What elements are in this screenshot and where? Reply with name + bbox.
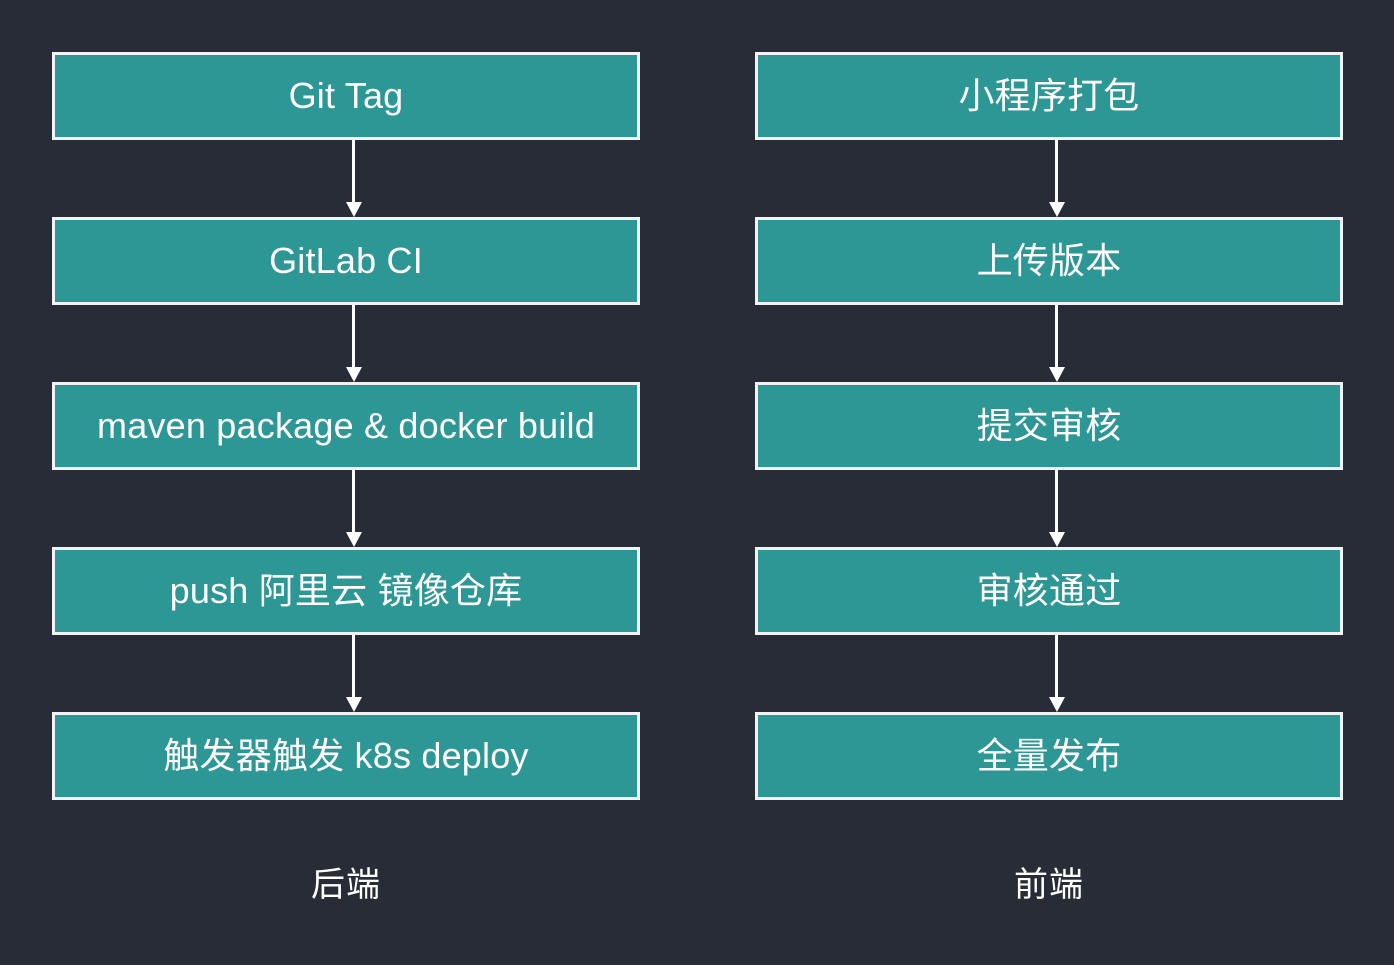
arrow-shaft — [352, 305, 355, 369]
arrow-shaft — [1055, 305, 1058, 369]
flow-node-label: 全量发布 — [976, 735, 1122, 776]
flow-arrow-backend-1-to-2 — [346, 140, 362, 217]
flow-node-label: maven package & docker build — [97, 405, 595, 446]
flow-node-label: Git Tag — [288, 75, 404, 116]
flow-node-frontend-2[interactable]: 上传版本 — [755, 217, 1343, 305]
flow-node-backend-4[interactable]: push 阿里云 镜像仓库 — [52, 547, 640, 635]
arrow-shaft — [1055, 635, 1058, 699]
flow-column-backend: Git Tag GitLab CI maven package & docker… — [52, 0, 640, 965]
arrow-head-down-icon — [346, 367, 362, 382]
flow-node-backend-5[interactable]: 触发器触发 k8s deploy — [52, 712, 640, 800]
column-caption-frontend: 前端 — [1014, 866, 1084, 904]
flow-node-backend-2[interactable]: GitLab CI — [52, 217, 640, 305]
flow-column-frontend: 小程序打包 上传版本 提交审核 审核通过 全量发布 — [755, 0, 1343, 965]
flow-node-frontend-3[interactable]: 提交审核 — [755, 382, 1343, 470]
column-caption-backend: 后端 — [311, 866, 381, 904]
flow-arrow-backend-2-to-3 — [346, 305, 362, 382]
flow-arrow-frontend-4-to-5 — [1049, 635, 1065, 712]
flow-node-frontend-1[interactable]: 小程序打包 — [755, 52, 1343, 140]
arrow-shaft — [352, 140, 355, 204]
flow-arrow-frontend-3-to-4 — [1049, 470, 1065, 547]
flow-node-label: GitLab CI — [269, 240, 423, 281]
arrow-head-down-icon — [1049, 532, 1065, 547]
arrow-head-down-icon — [346, 697, 362, 712]
flow-arrow-frontend-1-to-2 — [1049, 140, 1065, 217]
flow-node-label: 触发器触发 k8s deploy — [163, 735, 529, 776]
arrow-head-down-icon — [1049, 202, 1065, 217]
flow-arrow-backend-3-to-4 — [346, 470, 362, 547]
flow-node-label: 上传版本 — [976, 240, 1122, 281]
flow-arrow-frontend-2-to-3 — [1049, 305, 1065, 382]
flow-node-label: 小程序打包 — [958, 75, 1140, 116]
arrow-head-down-icon — [1049, 697, 1065, 712]
flow-node-label: 审核通过 — [976, 570, 1122, 611]
flow-node-frontend-5[interactable]: 全量发布 — [755, 712, 1343, 800]
arrow-shaft — [352, 635, 355, 699]
arrow-shaft — [1055, 470, 1058, 534]
arrow-head-down-icon — [1049, 367, 1065, 382]
flow-arrow-backend-4-to-5 — [346, 635, 362, 712]
flow-node-label: push 阿里云 镜像仓库 — [169, 570, 523, 611]
arrow-shaft — [352, 470, 355, 534]
flow-node-frontend-4[interactable]: 审核通过 — [755, 547, 1343, 635]
flow-node-backend-3[interactable]: maven package & docker build — [52, 382, 640, 470]
arrow-head-down-icon — [346, 202, 362, 217]
arrow-head-down-icon — [346, 532, 362, 547]
flow-node-label: 提交审核 — [976, 405, 1122, 446]
flow-node-backend-1[interactable]: Git Tag — [52, 52, 640, 140]
arrow-shaft — [1055, 140, 1058, 204]
